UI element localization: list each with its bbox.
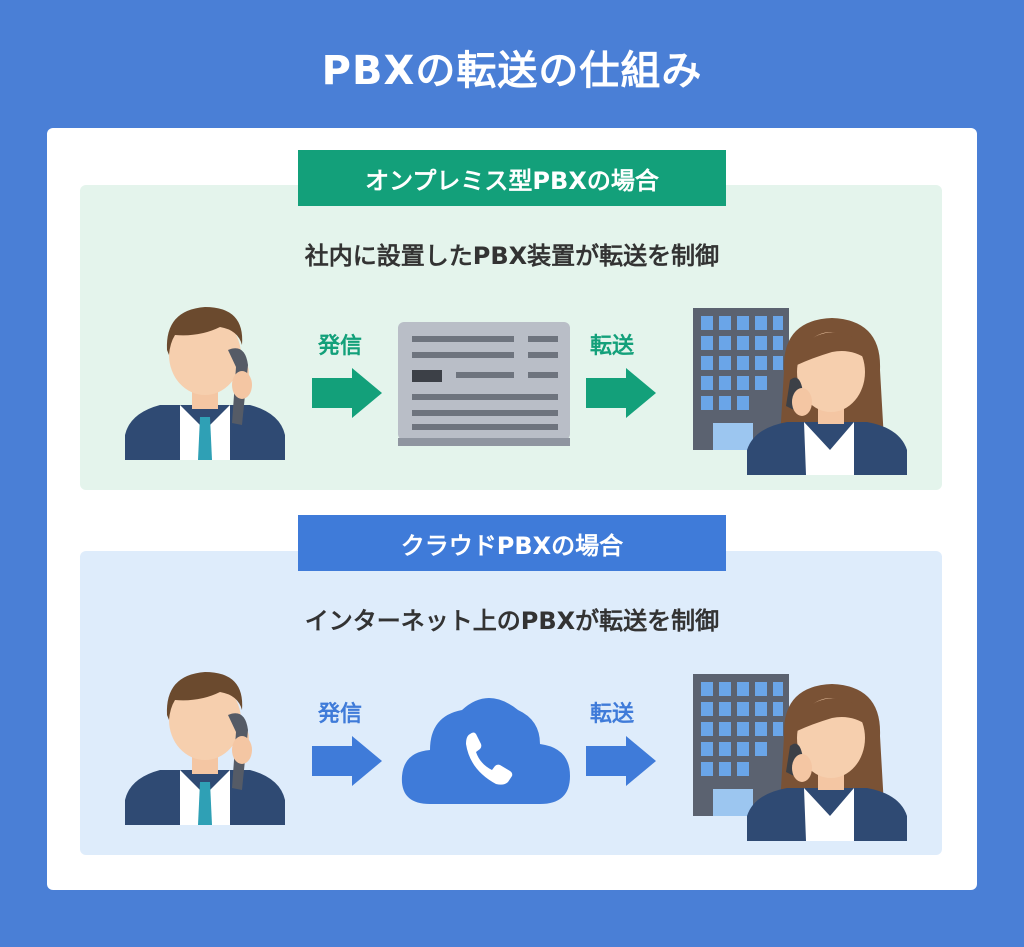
transfer-label-2: 転送 (589, 702, 634, 727)
cloud-subtitle: インターネット上のPBXが転送を制御 (304, 607, 720, 635)
onpremise-tag: オンプレミス型PBXの場合 (298, 150, 726, 206)
onpremise-subtitle: 社内に設置したPBX装置が転送を制御 (304, 242, 720, 270)
caller-man-icon-2 (125, 672, 285, 825)
cloud-tag: クラウドPBXの場合 (298, 515, 726, 571)
call-arrow-icon (312, 368, 382, 418)
page-title: PBXの転送の仕組み (321, 48, 703, 94)
call-label-2: 発信 (317, 702, 362, 727)
receiver-woman-icon (747, 318, 907, 475)
caller-man-icon (125, 307, 285, 460)
transfer-arrow-icon (586, 368, 656, 418)
call-label: 発信 (317, 334, 362, 359)
cloud-phone-icon (401, 698, 570, 804)
transfer-label: 転送 (589, 334, 634, 359)
transfer-arrow-icon-2 (586, 736, 656, 786)
pbx-device-icon (398, 322, 570, 446)
receiver-woman-icon-2 (747, 684, 907, 841)
call-arrow-icon-2 (312, 736, 382, 786)
